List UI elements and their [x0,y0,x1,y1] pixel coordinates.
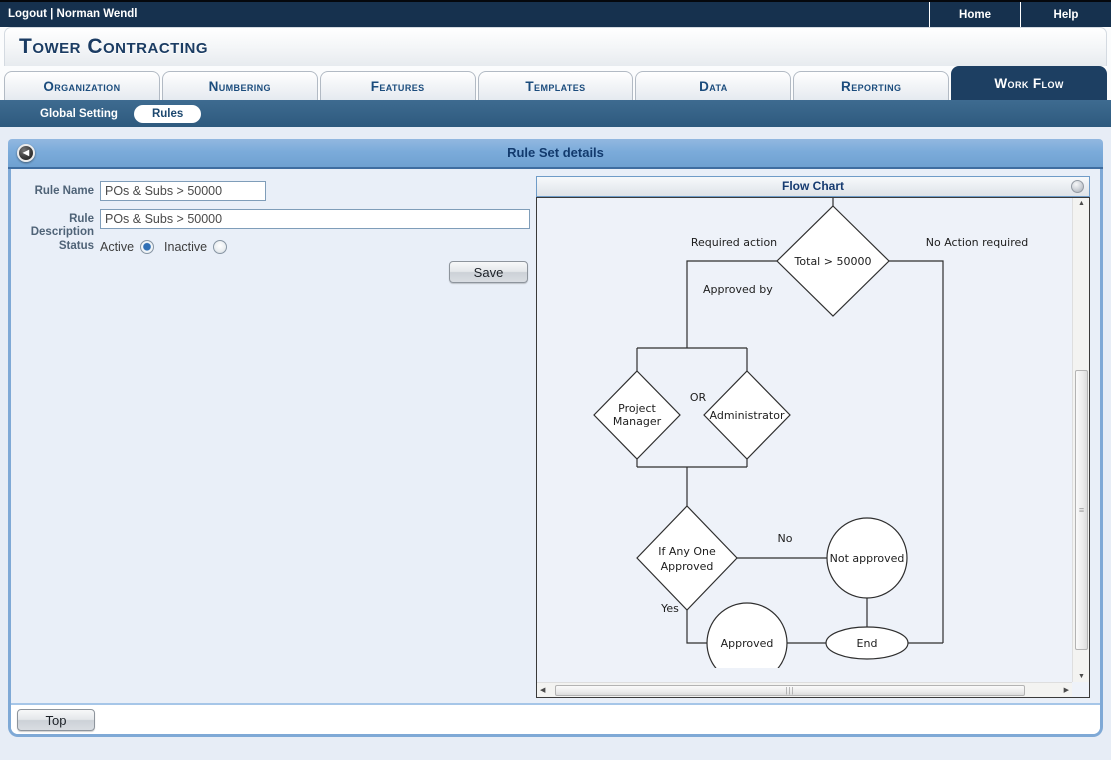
rule-name-label: Rule Name [34,185,94,197]
svg-text:Yes: Yes [660,602,679,615]
status-active-label: Active [100,240,135,254]
svg-text:No Action required: No Action required [926,236,1029,249]
node-approved: Approved [706,602,788,668]
flow-chart-edges [636,198,944,644]
svg-text:End: End [857,637,878,650]
svg-text:Administrator: Administrator [710,409,785,422]
flow-chart-edge-labels: Required action No Action required Appro… [660,236,1028,615]
subnav-rules[interactable]: Rules [133,104,202,123]
flow-chart-vertical-scrollbar[interactable]: ▲ ≡ ▼ [1072,198,1089,682]
subnav: Global Setting Rules [0,100,1111,127]
flow-chart-panel: Flow Chart [536,176,1090,698]
vertical-scroll-thumb[interactable]: ≡ [1075,370,1088,650]
tab-templates[interactable]: Templates [477,71,634,100]
tab-work-flow[interactable]: Work Flow [951,66,1108,100]
tab-features[interactable]: Features [319,71,476,100]
bottom-strip: Top [11,703,1100,734]
scroll-up-icon[interactable]: ▲ [1078,200,1085,207]
svg-text:Total > 50000: Total > 50000 [794,255,872,268]
tab-bar: Organization Numbering Features Template… [4,66,1108,100]
svg-text:Not approved: Not approved [830,552,905,565]
node-if-any-one-approved: If Any One Approved [636,505,738,611]
tab-organization[interactable]: Organization [4,71,160,100]
svg-text:Approved: Approved [661,560,714,573]
svg-text:Approved: Approved [721,637,774,650]
vthumb-grip-icon: ≡ [1078,505,1085,515]
rule-set-panel-body: Rule Name Rule Description Status Active… [8,169,1103,737]
svg-text:No: No [778,532,793,545]
svg-text:OR: OR [690,391,707,404]
svg-text:Manager: Manager [613,415,662,428]
node-total-decision: Total > 50000 [776,205,890,317]
scroll-left-icon[interactable]: ◀ [540,687,546,694]
node-end: End [825,626,909,660]
flow-chart-horizontal-scrollbar[interactable]: ◀ ||| ▶ [537,682,1072,697]
save-button[interactable]: Save [449,261,528,283]
topbar: Logout | Norman Wendl Home Help [0,0,1111,27]
rule-set-panel: ◀ Rule Set details Rule Name Rule Descri… [8,139,1103,737]
svg-text:Project: Project [618,402,656,415]
tab-data[interactable]: Data [635,71,792,100]
rule-set-panel-header: ◀ Rule Set details [8,139,1103,169]
status-label: Status [58,240,94,252]
home-button[interactable]: Home [929,2,1020,27]
top-button[interactable]: Top [17,709,95,731]
flow-chart-title: Flow Chart [782,179,844,193]
brand-strip: Tower Contracting [4,27,1107,66]
rule-description-input[interactable] [100,209,530,229]
logout-user-link[interactable]: Logout | Norman Wendl [8,8,138,20]
panel-title: Rule Set details [507,145,604,160]
hthumb-grip-icon: ||| [785,686,795,695]
status-inactive-label: Inactive [164,240,208,254]
subnav-global-setting[interactable]: Global Setting [40,107,118,120]
svg-text:Approved by: Approved by [703,283,773,296]
collapse-icon[interactable] [1071,180,1084,193]
node-project-manager: Project Manager [593,370,681,460]
status-options: Active Inactive [100,240,231,254]
scroll-down-icon[interactable]: ▼ [1078,673,1085,680]
help-button[interactable]: Help [1020,2,1111,27]
rule-description-label: Rule Description [30,213,94,238]
status-inactive-radio[interactable] [213,240,228,254]
flow-chart-diagram: Total > 50000 Project Manager Administra… [593,198,1028,668]
node-not-approved: Not approved [826,517,908,599]
tab-numbering[interactable]: Numbering [161,71,318,100]
svg-text:If Any One: If Any One [658,545,716,558]
tab-reporting[interactable]: Reporting [793,71,950,100]
svg-text:Required action: Required action [691,236,777,249]
status-active-radio[interactable] [140,240,155,254]
horizontal-scroll-thumb[interactable]: ||| [555,685,1025,696]
flow-chart-canvas: Total > 50000 Project Manager Administra… [536,197,1090,698]
back-icon[interactable]: ◀ [17,144,35,162]
app-title: Tower Contracting [19,35,208,58]
flow-chart-header: Flow Chart [536,176,1090,197]
scroll-right-icon[interactable]: ▶ [1063,687,1069,694]
rule-name-input[interactable] [100,181,266,201]
node-administrator: Administrator [703,370,791,460]
